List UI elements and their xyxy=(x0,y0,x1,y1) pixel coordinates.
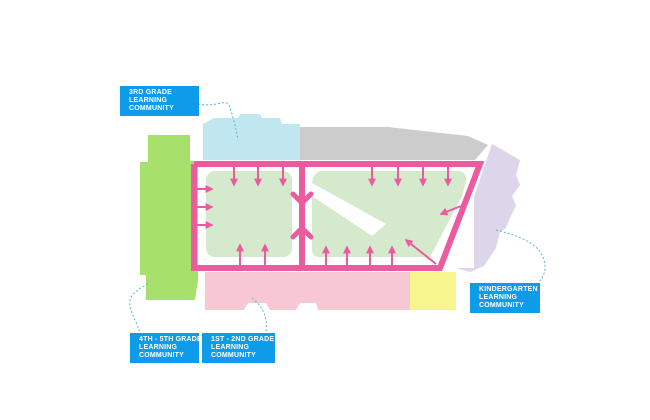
spine-chevrons xyxy=(290,191,314,240)
label-line: 3RD GRADE xyxy=(129,89,173,96)
arrow xyxy=(404,239,437,265)
fourth-fifth-grade-zone xyxy=(140,135,198,300)
leader-first-second-grade xyxy=(251,297,267,333)
label-line: 4TH - 5TH GRADE xyxy=(139,336,202,343)
arrow xyxy=(439,205,462,216)
label-third-grade: 3RD GRADE LEARNING COMMUNITY xyxy=(120,86,199,116)
leader-fourth-fifth-grade xyxy=(129,283,149,335)
label-line: COMMUNITY xyxy=(139,352,184,359)
label-line: KINDERGARTEN xyxy=(479,286,538,293)
label-line: LEARNING xyxy=(211,344,250,351)
label-line: COMMUNITY xyxy=(479,302,524,309)
label-kindergarten: KINDERGARTEN LEARNING COMMUNITY xyxy=(470,283,540,313)
label-first-second-grade: 1ST - 2ND GRADE LEARNING COMMUNITY xyxy=(202,333,275,363)
label-line: 1ST - 2ND GRADE xyxy=(211,336,275,343)
leader-third-grade xyxy=(197,102,239,141)
courtyard-lawn-west xyxy=(206,171,292,257)
label-fourth-fifth-grade: 4TH - 5TH GRADE LEARNING COMMUNITY xyxy=(130,333,202,363)
chevron-down-icon xyxy=(290,191,314,206)
label-line: LEARNING xyxy=(129,97,168,104)
courtyard-lawn-east xyxy=(312,171,467,257)
leader-lines xyxy=(129,102,546,335)
label-line: COMMUNITY xyxy=(129,105,174,112)
circulation-spine xyxy=(191,161,485,271)
third-grade-zone xyxy=(203,114,300,160)
label-line: LEARNING xyxy=(139,344,178,351)
chevron-up-icon xyxy=(290,225,314,240)
corner-zone xyxy=(410,272,456,310)
service-zone xyxy=(300,127,488,160)
leader-kindergarten xyxy=(495,229,546,289)
circulation-arrows xyxy=(197,167,462,265)
first-second-grade-zone xyxy=(205,272,410,310)
label-line: LEARNING xyxy=(479,294,518,301)
label-line: COMMUNITY xyxy=(211,352,256,359)
